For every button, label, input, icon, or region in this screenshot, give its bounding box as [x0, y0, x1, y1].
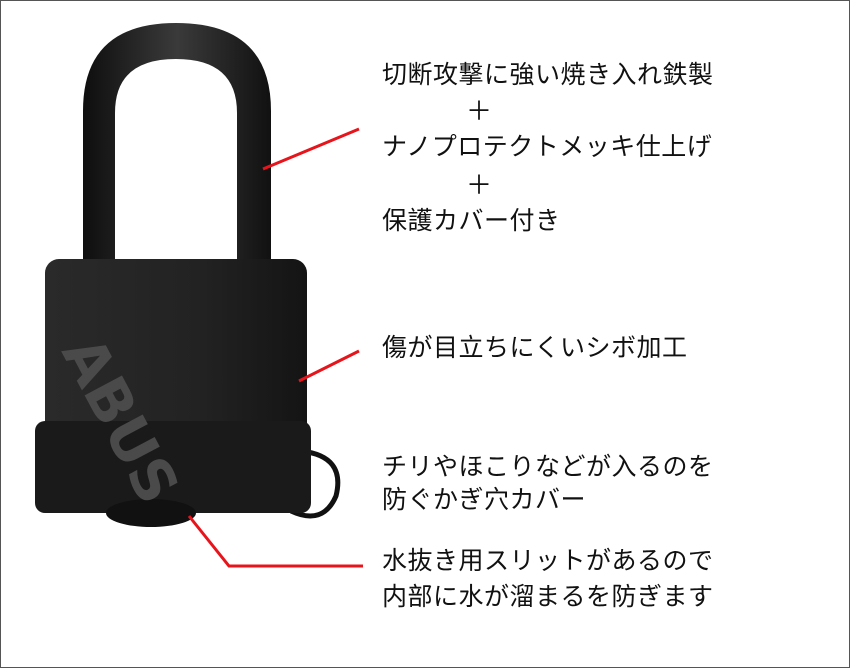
bottom-cover	[35, 421, 311, 513]
shackle-callout-line	[262, 127, 360, 171]
body-callout-line	[298, 349, 360, 383]
shackle-caption-1: 切断攻撃に強い焼き入れ鉄製	[382, 60, 714, 89]
shackle-caption-2: ナノプロテクトメッキ仕上げ	[382, 132, 713, 161]
plus-sign: ＋	[466, 171, 493, 201]
keyhole-cover-cable	[289, 448, 341, 519]
drain-caption-1: 水抜き用スリットがあるので	[382, 546, 714, 575]
shackle-caption-3: 保護カバー付き	[382, 206, 561, 235]
shackle	[83, 23, 271, 281]
plus-sign: ＋	[466, 97, 493, 127]
drain-callout-line	[187, 515, 363, 568]
keyhole-caption-1: チリやほこりなどが入るのを	[382, 452, 714, 481]
body-caption: 傷が目立ちにくいシボ加工	[382, 333, 688, 362]
lock-body	[45, 259, 307, 439]
keyhole-caption-2: 防ぐかぎ穴カバー	[382, 485, 587, 514]
drain-caption-2: 内部に水が溜まるを防ぎます	[382, 582, 714, 611]
